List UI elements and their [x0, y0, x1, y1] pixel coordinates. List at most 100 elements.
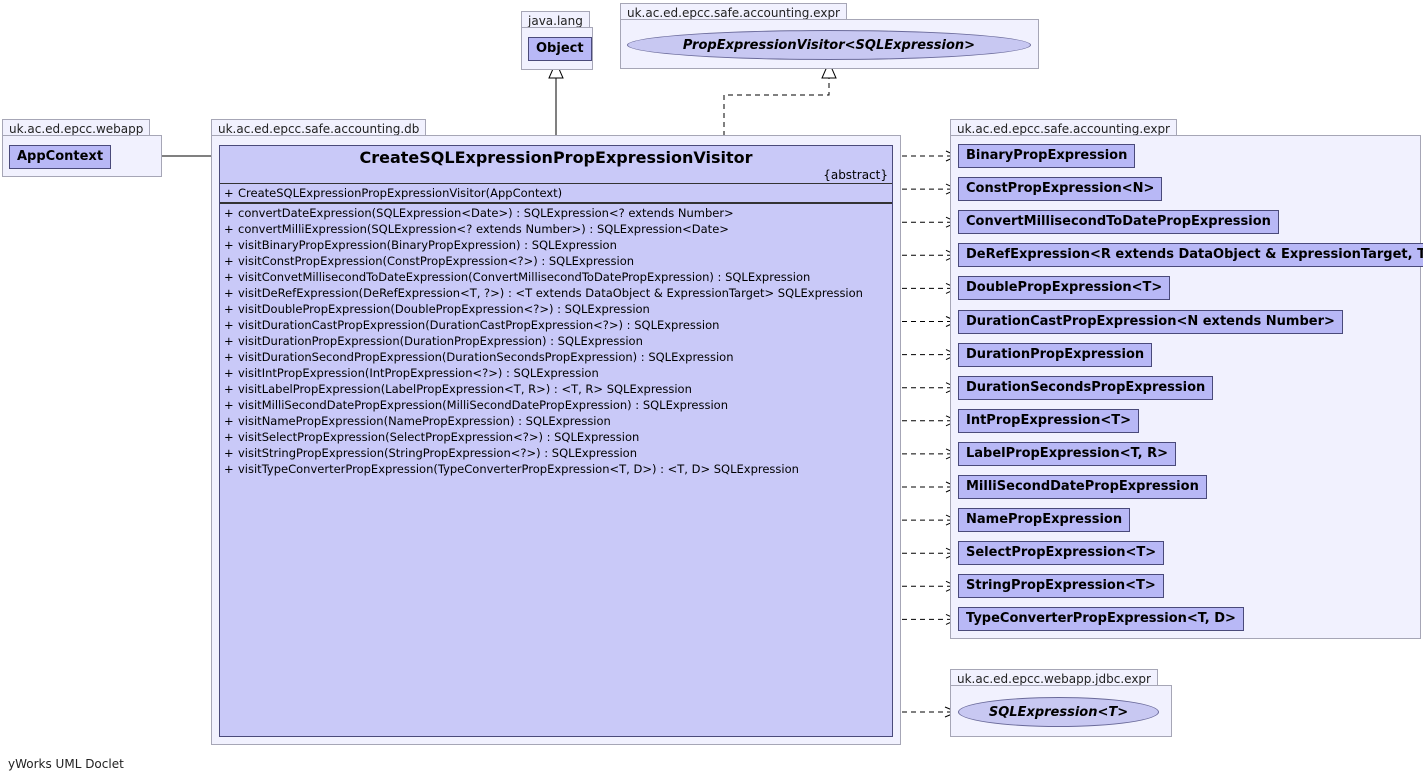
method-row: + convertDateExpression(SQLExpression<Dat…	[220, 205, 892, 221]
dependency-class[interactable]: ConstPropExpression<N>	[958, 177, 1163, 202]
package-tab-expr-right: uk.ac.ed.epcc.safe.accounting.expr	[950, 119, 1177, 136]
package-label: java.lang	[528, 14, 583, 28]
method-row: + visitConvetMillisecondToDateExpression(…	[220, 269, 892, 285]
class-label: MilliSecondDatePropExpression	[966, 479, 1199, 494]
visibility-marker: +	[224, 382, 234, 396]
member-signature: convertMilliExpression(SQLExpression<? e…	[238, 222, 729, 236]
dependency-class[interactable]: NamePropExpression	[958, 508, 1131, 533]
package-tab-expr-top: uk.ac.ed.epcc.safe.accounting.expr	[620, 3, 847, 20]
class-label: SelectPropExpression<T>	[966, 545, 1157, 561]
class-label: DurationSecondsPropExpression	[966, 379, 1206, 395]
method-row: +visitDeRefExpression(DeRefExpression<T,…	[220, 285, 892, 301]
compartment-divider	[220, 183, 892, 184]
dependency-class[interactable]: DoublePropExpression<T>	[958, 276, 1171, 301]
dependency-class[interactable]: DeRefExpression<R extends DataObject & E…	[958, 243, 1423, 268]
class-label: DoublePropExpression<T>	[966, 280, 1163, 296]
class-label: DurationCastPropExpression<N extends Num…	[966, 313, 1335, 329]
package-label: uk.ac.ed.epcc.safe.accounting.expr	[627, 6, 840, 20]
visibility-marker: +	[224, 462, 234, 476]
class-object[interactable]: Object	[528, 37, 592, 61]
dependency-class[interactable]: StringPropExpression<T>	[958, 574, 1164, 599]
dependency-class[interactable]: DurationCastPropExpression<N extends Num…	[958, 309, 1343, 334]
class-label: ConstPropExpression<N>	[966, 181, 1155, 197]
interface-prop-expression-visitor[interactable]: PropExpressionVisitor<SQLExpression>	[627, 30, 1031, 60]
class-label: DurationPropExpression	[966, 346, 1145, 362]
method-row: + visitNamePropExpression(NamePropExpress…	[220, 413, 892, 429]
method-row: +visitLabelPropExpression(LabelPropExpre…	[220, 381, 892, 397]
visibility-marker: +	[224, 398, 234, 412]
class-label: NamePropExpression	[966, 512, 1123, 528]
class-stereotype: {abstract}	[823, 168, 888, 182]
dependency-class[interactable]: LabelPropExpression<T, R>	[958, 441, 1177, 466]
constructor-compartment: + CreateSQLExpressionPropExpressionVisito…	[220, 184, 892, 202]
visibility-marker: +	[224, 186, 234, 200]
method-compartment: + convertDateExpression(SQLExpression<Dat…	[220, 204, 892, 477]
visibility-marker: +	[224, 222, 234, 236]
class-label: BinaryPropExpression	[966, 148, 1128, 163]
dependency-class[interactable]: IntPropExpression<T>	[958, 408, 1140, 433]
method-row: + visitBinaryPropExpression(BinaryPropExp…	[220, 237, 892, 253]
package-tab-java-lang: java.lang	[521, 11, 590, 28]
member-signature: visitConstPropExpression(ConstPropExpres…	[238, 254, 635, 268]
method-row: + visitMilliSecondDatePropExpression(Mill…	[220, 397, 892, 413]
class-label: IntPropExpression<T>	[966, 412, 1132, 428]
member-signature: visitTypeConverterPropExpression(TypeCon…	[238, 462, 799, 476]
member-signature: CreateSQLExpressionPropExpressionVisitor…	[238, 186, 563, 200]
member-signature: convertDateExpression(SQLExpression<Date…	[238, 206, 734, 220]
member-signature: visitConvetMillisecondToDateExpression(C…	[238, 270, 811, 284]
visibility-marker: +	[224, 206, 234, 220]
method-row: + visitDurationPropExpression(DurationPro…	[220, 333, 892, 349]
visibility-marker: +	[224, 238, 234, 252]
visibility-marker: +	[224, 302, 234, 316]
class-label: DeRefExpression<R extends DataObject & E…	[966, 247, 1423, 263]
dependency-class[interactable]: BinaryPropExpression	[958, 144, 1136, 168]
compartment-divider	[220, 202, 892, 204]
dependency-class[interactable]: SelectPropExpression<T>	[958, 541, 1165, 566]
class-label: Object	[536, 41, 584, 56]
class-label: ConvertMillisecondToDatePropExpression	[966, 214, 1271, 230]
method-row: +visitDurationSecondPropExpression(Durat…	[220, 349, 892, 365]
package-tab-jdbc-expr: uk.ac.ed.epcc.webapp.jdbc.expr	[950, 669, 1158, 686]
package-tab-db: uk.ac.ed.epcc.safe.accounting.db	[211, 119, 427, 136]
class-label: LabelPropExpression<T, R>	[966, 445, 1169, 461]
footer-credit: yWorks UML Doclet	[8, 757, 124, 771]
visibility-marker: +	[224, 414, 234, 428]
member-signature: visitDurationPropExpression(DurationProp…	[238, 334, 643, 348]
dependency-class[interactable]: TypeConverterPropExpression<T, D>	[958, 607, 1244, 632]
interface-label: PropExpressionVisitor<SQLExpression>	[682, 37, 976, 53]
interface-sql-expression[interactable]: SQLExpression<T>	[958, 697, 1159, 727]
visibility-marker: +	[224, 318, 234, 332]
visibility-marker: +	[224, 334, 234, 348]
package-label: uk.ac.ed.epcc.safe.accounting.db	[218, 122, 420, 136]
visibility-marker: +	[224, 270, 234, 284]
method-row: + convertMilliExpression(SQLExpression<? …	[220, 221, 892, 237]
class-title: CreateSQLExpressionPropExpressionVisitor	[359, 148, 753, 167]
class-label: TypeConverterPropExpression<T, D>	[966, 611, 1236, 627]
constructor-row: + CreateSQLExpressionPropExpressionVisito…	[220, 185, 892, 201]
class-appcontext[interactable]: AppContext	[9, 145, 112, 169]
member-signature: visitStringPropExpression(StringPropExpr…	[238, 446, 637, 460]
class-create-sql-expression-visitor[interactable]: CreateSQLExpressionPropExpressionVisitor…	[219, 145, 893, 737]
member-signature: visitDoublePropExpression(DoublePropExpr…	[238, 302, 650, 316]
member-signature: visitSelectPropExpression(SelectPropExpr…	[238, 430, 640, 444]
visibility-marker: +	[224, 350, 234, 364]
class-label: StringPropExpression<T>	[966, 578, 1156, 594]
dependency-class[interactable]: ConvertMillisecondToDatePropExpression	[958, 210, 1279, 235]
package-tab-webapp: uk.ac.ed.epcc.webapp	[2, 119, 151, 136]
method-row: + visitDurationCastPropExpression(Duratio…	[220, 317, 892, 333]
interface-label: SQLExpression<T>	[988, 704, 1129, 720]
dependency-class[interactable]: MilliSecondDatePropExpression	[958, 475, 1207, 499]
method-row: + visitTypeConverterPropExpression(TypeCo…	[220, 461, 892, 477]
member-signature: visitMilliSecondDatePropExpression(Milli…	[238, 398, 728, 412]
package-label: uk.ac.ed.epcc.webapp.jdbc.expr	[957, 672, 1151, 686]
package-label: uk.ac.ed.epcc.safe.accounting.expr	[957, 122, 1170, 136]
member-signature: visitNamePropExpression(NamePropExpressi…	[238, 414, 611, 428]
dependency-class[interactable]: DurationSecondsPropExpression	[958, 375, 1214, 400]
dependency-class[interactable]: DurationPropExpression	[958, 342, 1153, 367]
member-signature: visitDurationCastPropExpression(Duration…	[238, 318, 720, 332]
visibility-marker: +	[224, 254, 234, 268]
method-row: + visitDoublePropExpression(DoublePropExp…	[220, 301, 892, 317]
visibility-marker: +	[224, 446, 234, 460]
member-signature: visitBinaryPropExpression(BinaryPropExpr…	[238, 238, 617, 252]
method-row: +visitSelectPropExpression(SelectPropExp…	[220, 429, 892, 445]
